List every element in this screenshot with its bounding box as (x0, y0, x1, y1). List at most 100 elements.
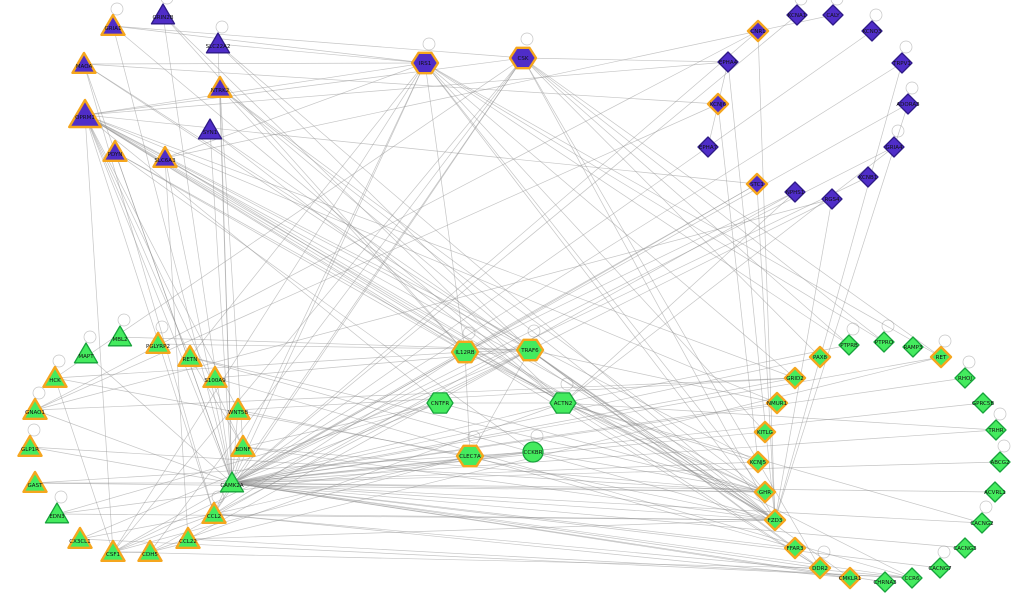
edge[interactable] (242, 62, 426, 448)
edge[interactable] (231, 431, 766, 484)
edge[interactable] (114, 151, 776, 521)
edge[interactable] (34, 30, 759, 411)
edge[interactable] (187, 519, 776, 540)
node-cckbr[interactable] (522, 441, 544, 463)
self-loop-edge[interactable] (117, 313, 131, 327)
edge[interactable] (231, 461, 1001, 484)
node-gria1[interactable] (100, 13, 126, 36)
edge[interactable] (727, 61, 776, 521)
self-loop-edge[interactable] (215, 20, 229, 34)
self-loop-edge[interactable] (891, 124, 905, 138)
edge[interactable] (522, 57, 942, 358)
edge[interactable] (532, 451, 766, 493)
node-ret[interactable] (929, 345, 953, 369)
edge[interactable] (213, 57, 524, 515)
edge[interactable] (231, 482, 766, 493)
node-grid2[interactable] (783, 366, 807, 390)
self-loop-edge[interactable] (830, 0, 844, 6)
edge[interactable] (34, 377, 796, 411)
node-adora3[interactable] (897, 93, 919, 115)
edge[interactable] (209, 129, 564, 404)
edge[interactable] (231, 377, 796, 484)
edge[interactable] (189, 356, 766, 493)
edge[interactable] (84, 114, 244, 448)
edge[interactable] (231, 402, 984, 484)
node-chrna3[interactable] (874, 571, 896, 593)
node-abcg2[interactable] (989, 451, 1011, 473)
edge[interactable] (529, 349, 778, 404)
edge[interactable] (34, 103, 719, 411)
node-rhoj[interactable] (954, 367, 976, 389)
edge[interactable] (522, 57, 776, 521)
edge[interactable] (237, 377, 796, 411)
edge[interactable] (83, 63, 215, 515)
edge[interactable] (164, 62, 426, 159)
edge[interactable] (56, 513, 776, 521)
node-s100a9[interactable] (202, 365, 228, 388)
edge[interactable] (424, 62, 766, 433)
edge[interactable] (424, 62, 885, 343)
node-cdh5[interactable] (137, 539, 163, 562)
node-bdnf[interactable] (230, 434, 256, 457)
edge[interactable] (237, 409, 776, 521)
node-mapt[interactable] (73, 342, 99, 364)
edge[interactable] (112, 25, 426, 64)
node-ddr2[interactable] (808, 556, 832, 580)
edge[interactable] (231, 482, 913, 579)
node-cntfr[interactable] (426, 392, 454, 414)
node-ptpro[interactable] (873, 331, 895, 353)
edge[interactable] (757, 30, 776, 521)
edge[interactable] (217, 43, 531, 351)
node-epha7[interactable] (697, 136, 719, 158)
node-gprc5b[interactable] (972, 392, 994, 414)
self-loop-edge[interactable] (979, 500, 993, 514)
self-loop-edge[interactable] (160, 0, 174, 5)
node-il12rb[interactable] (450, 340, 480, 364)
edge[interactable] (562, 146, 895, 404)
node-kcnq3[interactable] (861, 20, 883, 42)
node-ramp3[interactable] (902, 336, 924, 358)
node-gnao1[interactable] (22, 397, 48, 420)
edge[interactable] (219, 87, 466, 353)
self-loop-edge[interactable] (422, 37, 436, 51)
node-slc22a2[interactable] (205, 32, 231, 54)
node-cacng7[interactable] (929, 557, 951, 579)
edge[interactable] (164, 157, 564, 404)
edge[interactable] (217, 43, 776, 521)
edge[interactable] (112, 25, 233, 484)
edge[interactable] (54, 351, 466, 379)
self-loop-edge[interactable] (993, 407, 1007, 421)
node-grin2b[interactable] (150, 3, 176, 25)
self-loop-edge[interactable] (817, 545, 831, 559)
edge[interactable] (231, 57, 524, 484)
edge[interactable] (84, 114, 215, 515)
node-glp1r[interactable] (17, 434, 43, 457)
self-loop-edge[interactable] (54, 490, 68, 504)
node-rgs4[interactable] (821, 188, 843, 210)
node-hck[interactable] (42, 365, 68, 388)
edge[interactable] (84, 114, 796, 379)
edge[interactable] (217, 43, 426, 64)
edge[interactable] (84, 114, 758, 185)
self-loop-edge[interactable] (155, 320, 169, 334)
node-maoa[interactable] (71, 51, 97, 75)
edge[interactable] (464, 351, 766, 493)
edge[interactable] (242, 446, 776, 521)
edge[interactable] (29, 446, 766, 493)
edge[interactable] (231, 356, 821, 484)
edge[interactable] (34, 451, 534, 484)
edge[interactable] (424, 62, 796, 379)
node-retn[interactable] (177, 344, 203, 367)
self-loop-edge[interactable] (110, 2, 124, 16)
node-caly[interactable] (822, 4, 844, 26)
node-trhr[interactable] (985, 419, 1007, 441)
edge[interactable] (162, 14, 466, 353)
edge[interactable] (424, 62, 942, 358)
edge[interactable] (84, 114, 531, 351)
edge[interactable] (522, 57, 729, 63)
self-loop-edge[interactable] (899, 40, 913, 54)
edge[interactable] (54, 377, 471, 457)
edge[interactable] (83, 62, 426, 65)
node-actn2[interactable] (549, 392, 577, 414)
node-mbl2[interactable] (107, 325, 133, 347)
